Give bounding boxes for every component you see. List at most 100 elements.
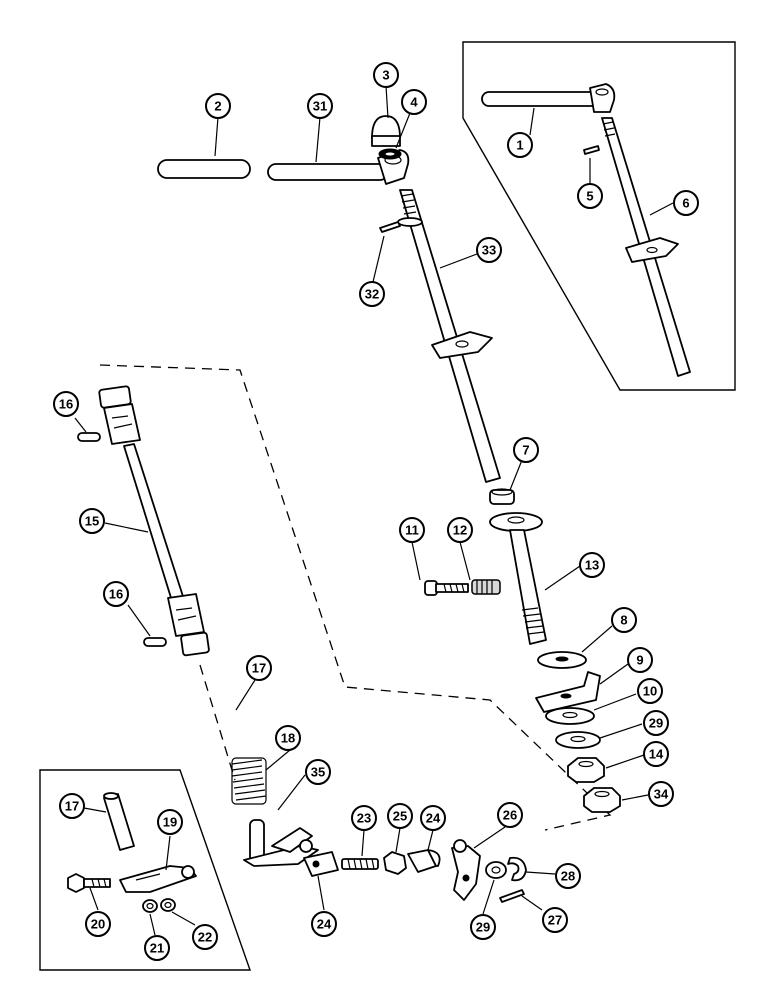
callout-22: 22 — [192, 924, 218, 950]
screw-11 — [424, 580, 469, 596]
nut-34 — [583, 787, 621, 813]
callout-3: 3 — [373, 62, 399, 88]
svg-text:9: 9 — [636, 653, 643, 668]
callout-16-upper: 16 — [53, 391, 79, 417]
pin-16-lower — [143, 637, 167, 647]
lever-19 — [119, 865, 197, 893]
clip-28 — [507, 856, 527, 882]
callout-27: 27 — [542, 907, 568, 933]
column-15 — [98, 385, 210, 657]
svg-text:17: 17 — [65, 799, 79, 814]
svg-text:27: 27 — [548, 913, 562, 928]
svg-text:20: 20 — [91, 917, 105, 932]
callout-8: 8 — [611, 607, 637, 633]
washer-29-lower — [485, 861, 507, 879]
svg-text:7: 7 — [522, 443, 529, 458]
svg-text:23: 23 — [357, 811, 371, 826]
svg-text:35: 35 — [311, 765, 325, 780]
svg-text:16: 16 — [59, 397, 73, 412]
spring-12 — [471, 579, 501, 595]
bolt-20 — [67, 873, 111, 893]
washer-10 — [545, 707, 595, 725]
svg-text:19: 19 — [163, 815, 177, 830]
svg-text:17: 17 — [252, 661, 266, 676]
svg-text:12: 12 — [453, 523, 467, 538]
bracket-35 — [243, 819, 319, 867]
nut-22 — [160, 898, 176, 912]
svg-text:11: 11 — [405, 523, 419, 538]
callout-35: 35 — [305, 759, 331, 785]
shaft-33 — [397, 189, 501, 483]
callout-29-right: 29 — [643, 710, 669, 736]
svg-text:5: 5 — [586, 189, 593, 204]
svg-text:16: 16 — [109, 587, 123, 602]
group-outline-dashed — [99, 364, 612, 831]
shaft-6 — [601, 117, 691, 377]
svg-text:28: 28 — [561, 869, 575, 884]
callout-17-inset: 17 — [59, 793, 85, 819]
callout-29-bottom: 29 — [470, 914, 496, 940]
svg-text:1: 1 — [516, 138, 523, 153]
callout-16-lower: 16 — [103, 581, 129, 607]
lever-31 — [267, 149, 410, 185]
svg-text:3: 3 — [382, 68, 389, 83]
callout-23: 23 — [351, 805, 377, 831]
pin-5 — [583, 145, 600, 155]
inset-box-bottom-left — [39, 769, 251, 971]
callout-18: 18 — [275, 725, 301, 751]
pin-32 — [379, 221, 401, 233]
rod-end-24-right — [407, 849, 441, 873]
lever-9 — [535, 671, 601, 713]
handle-grip-2 — [157, 159, 251, 179]
callout-5: 5 — [577, 183, 603, 209]
callout-12: 12 — [447, 517, 473, 543]
svg-text:25: 25 — [393, 809, 407, 824]
spring-18 — [231, 757, 267, 805]
svg-text:13: 13 — [585, 558, 599, 573]
leader-lines — [74, 85, 674, 936]
washer-4 — [378, 148, 402, 160]
callout-10: 10 — [637, 678, 663, 704]
callout-4: 4 — [401, 89, 427, 115]
callout-7: 7 — [513, 437, 539, 463]
svg-text:34: 34 — [654, 787, 669, 802]
callout-34: 34 — [648, 781, 674, 807]
svg-text:24: 24 — [317, 917, 332, 932]
callout-24-bottom: 24 — [311, 911, 337, 937]
svg-text:8: 8 — [620, 613, 627, 628]
callout-2: 2 — [205, 93, 231, 119]
svg-text:10: 10 — [643, 684, 657, 699]
lever-1 — [481, 83, 616, 113]
callout-20: 20 — [85, 911, 111, 937]
rod-23 — [341, 858, 379, 870]
callout-15: 15 — [79, 508, 105, 534]
svg-text:33: 33 — [482, 243, 496, 258]
bushing-7 — [489, 488, 515, 505]
svg-text:15: 15 — [85, 514, 99, 529]
callout-31: 31 — [307, 93, 333, 119]
shaft-13 — [489, 512, 547, 645]
svg-text:26: 26 — [503, 808, 517, 823]
nut-14 — [567, 757, 605, 783]
callout-33: 33 — [476, 237, 502, 263]
cap-nut-3 — [371, 115, 401, 147]
svg-text:2: 2 — [214, 99, 221, 114]
callout-6: 6 — [673, 190, 699, 216]
callout-9: 9 — [627, 647, 653, 673]
pin-27 — [499, 889, 525, 903]
svg-text:31: 31 — [313, 99, 327, 114]
nut-25 — [383, 851, 407, 875]
washer-29-upper — [555, 731, 601, 749]
callout-25: 25 — [387, 803, 413, 829]
svg-text:29: 29 — [649, 716, 663, 731]
callout-13: 13 — [579, 552, 605, 578]
callout-17-main: 17 — [246, 655, 272, 681]
lever-26 — [451, 839, 481, 901]
callout-26: 26 — [497, 802, 523, 828]
pin-16-upper — [77, 432, 101, 442]
inset-box-top-right — [462, 41, 736, 391]
svg-text:18: 18 — [281, 731, 295, 746]
group-outline-dashed-lower — [199, 664, 236, 781]
pin-17-inset — [103, 792, 135, 851]
